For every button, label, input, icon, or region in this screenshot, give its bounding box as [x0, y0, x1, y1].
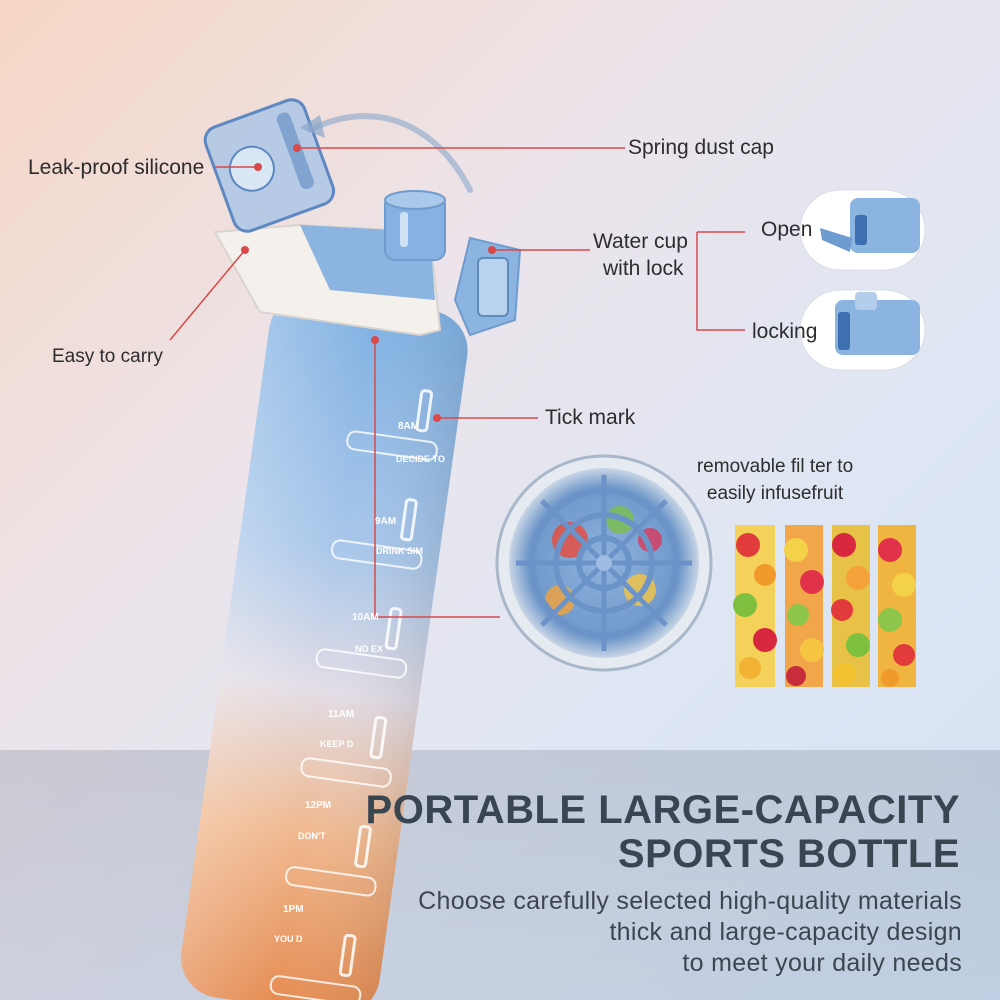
- headline-line-1: PORTABLE LARGE-CAPACITY: [365, 788, 960, 832]
- label-with-lock: with lock: [603, 257, 684, 280]
- mark-slogan: DRINK SIM: [376, 546, 423, 556]
- open-detail: [799, 189, 926, 271]
- flip-cap: [203, 98, 336, 233]
- mark-slogan: NO EX: [355, 644, 384, 654]
- mark-time: 9AM: [375, 516, 397, 527]
- headline: PORTABLE LARGE-CAPACITY SPORTS BOTTLE: [366, 788, 960, 876]
- mark-time: 11AM: [328, 709, 355, 720]
- mark-slogan: DON'T: [298, 831, 326, 841]
- subtext-line-1: Choose carefully selected high-quality m…: [418, 887, 962, 915]
- label-leak-proof: Leak-proof silicone: [28, 156, 205, 179]
- subtext-line-2: thick and large-capacity design: [609, 918, 962, 946]
- label-water-cup: Water cup: [593, 230, 688, 253]
- mark-time: 12PM: [305, 800, 332, 811]
- mark-slogan: KEEP D: [320, 739, 354, 749]
- filter-view: [495, 454, 713, 672]
- mark-time: 8AM: [398, 421, 420, 432]
- locking-detail: [799, 289, 926, 371]
- bottle-lid: [213, 190, 522, 337]
- callout-lines: [169, 147, 745, 618]
- mark-slogan: YOU D: [274, 934, 303, 944]
- label-filter: removable fil ter to easily infusefruit: [680, 453, 870, 507]
- label-easy-carry: Easy to carry: [52, 346, 163, 367]
- bottom-band: [0, 750, 1000, 1000]
- headline-line-2: SPORTS BOTTLE: [617, 832, 960, 876]
- subtext-line-3: to meet your daily needs: [682, 949, 962, 977]
- subtext: Choose carefully selected high-quality m…: [418, 886, 962, 979]
- label-locking: locking: [752, 320, 818, 343]
- filter-line-1: removable fil ter to: [696, 456, 854, 477]
- fruit-strips: [733, 525, 916, 687]
- mark-slogan: DECIDE TO: [396, 454, 445, 464]
- bottle: [181, 293, 468, 1000]
- label-open: Open: [761, 218, 813, 241]
- filter-line-2: easily infusefruit: [706, 483, 844, 504]
- label-tick-mark: Tick mark: [545, 406, 636, 429]
- label-spring-cap: Spring dust cap: [628, 136, 774, 159]
- mark-time: 10AM: [352, 612, 379, 623]
- mark-time: 1PM: [283, 904, 304, 915]
